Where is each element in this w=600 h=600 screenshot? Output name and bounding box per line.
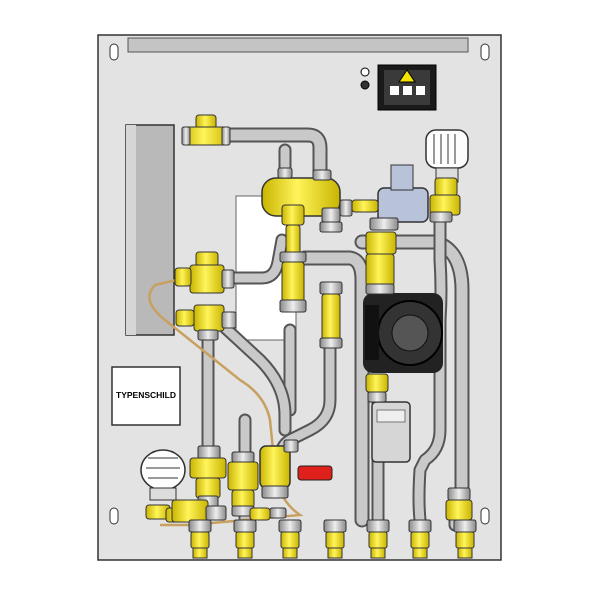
- brass-fitting: [231, 489, 255, 509]
- nameplate-label: TYPENSCHILD: [116, 390, 176, 400]
- connection-fitting: [325, 531, 345, 549]
- pipe-nut: [231, 451, 255, 463]
- panel-top-rail: [127, 37, 469, 53]
- pipe-nut: [321, 207, 341, 223]
- connection-stub: [457, 547, 473, 559]
- pipe-nut: [279, 251, 307, 263]
- connection-nut: [323, 519, 347, 533]
- pipe-nut: [365, 283, 395, 295]
- indicator-led: [360, 67, 370, 77]
- pipe-nut: [181, 126, 191, 146]
- brass-fitting: [321, 293, 341, 345]
- thermostatic-head-icon: [425, 129, 469, 183]
- brass-fitting: [175, 309, 195, 327]
- connection-fitting: [368, 531, 388, 549]
- connection-stub: [370, 547, 386, 559]
- brass-fitting: [193, 304, 225, 332]
- connection-fitting: [410, 531, 430, 549]
- pipe-nut: [319, 281, 343, 295]
- mounting-hole-icon: [109, 507, 119, 525]
- pipe-nut: [221, 311, 237, 329]
- indicator-led: [360, 80, 370, 90]
- connection-fitting: [455, 531, 475, 549]
- pipe-nut: [447, 487, 471, 501]
- brass-fittings: [145, 114, 473, 523]
- connection-nut: [366, 519, 390, 533]
- mounting-hole-icon: [480, 507, 490, 525]
- pipe-nut: [277, 167, 293, 179]
- pipe-nut: [312, 169, 332, 181]
- pipe-nut: [367, 391, 387, 403]
- handle-red: [297, 465, 333, 481]
- pipe-nut: [197, 329, 219, 341]
- mounting-hole-icon: [109, 43, 119, 61]
- connection-stub: [412, 547, 428, 559]
- brass-fitting: [195, 477, 221, 499]
- connection-stub: [237, 547, 253, 559]
- pipe-nut: [279, 299, 307, 313]
- bottom-connections: [188, 519, 477, 559]
- brass-fitting: [445, 499, 473, 521]
- pipe-nut: [221, 126, 231, 146]
- brass-fitting: [281, 261, 305, 303]
- connection-fitting: [190, 531, 210, 549]
- connection-nut: [278, 519, 302, 533]
- capillary-tube: [148, 276, 304, 527]
- pipe-nut: [369, 217, 399, 231]
- brass-fitting: [281, 204, 305, 226]
- thermostatic-head-icon: [140, 449, 186, 501]
- pipe-nut: [205, 505, 227, 521]
- brass-fitting: [171, 499, 209, 523]
- warning-triangle-icon: [398, 69, 416, 83]
- connection-nut: [233, 519, 257, 533]
- pipe-nut: [429, 211, 453, 223]
- brass-fitting: [365, 253, 395, 287]
- pipe-nut: [319, 337, 343, 349]
- brass-fitting: [434, 177, 458, 197]
- connection-fitting: [280, 531, 300, 549]
- brass-fitting: [351, 199, 379, 213]
- nameplate: [111, 366, 181, 426]
- pipe-nut: [221, 269, 235, 289]
- connection-stub: [192, 547, 208, 559]
- pipe-nut: [339, 199, 353, 217]
- brass-fitting: [227, 461, 259, 491]
- brass-fitting: [189, 457, 227, 479]
- brass-fitting: [365, 373, 389, 393]
- brass-fitting: [285, 224, 301, 256]
- pipe-nut: [269, 507, 287, 519]
- mounting-hole-icon: [480, 43, 490, 61]
- brass-fitting: [195, 251, 219, 267]
- connection-nut: [453, 519, 477, 533]
- pipe-nut: [261, 485, 289, 499]
- brass-fitting: [365, 231, 397, 255]
- connection-nut: [408, 519, 432, 533]
- connection-fitting: [235, 531, 255, 549]
- connection-nut: [188, 519, 212, 533]
- brass-fitting: [174, 267, 192, 287]
- mixing-valve: [377, 187, 429, 223]
- brass-fitting: [189, 264, 225, 294]
- connection-stub: [282, 547, 298, 559]
- brass-fitting: [249, 507, 271, 521]
- circulation-pump: [363, 293, 443, 373]
- connection-stub: [327, 547, 343, 559]
- pipe-nut: [283, 439, 299, 453]
- pipe-nut: [319, 221, 343, 233]
